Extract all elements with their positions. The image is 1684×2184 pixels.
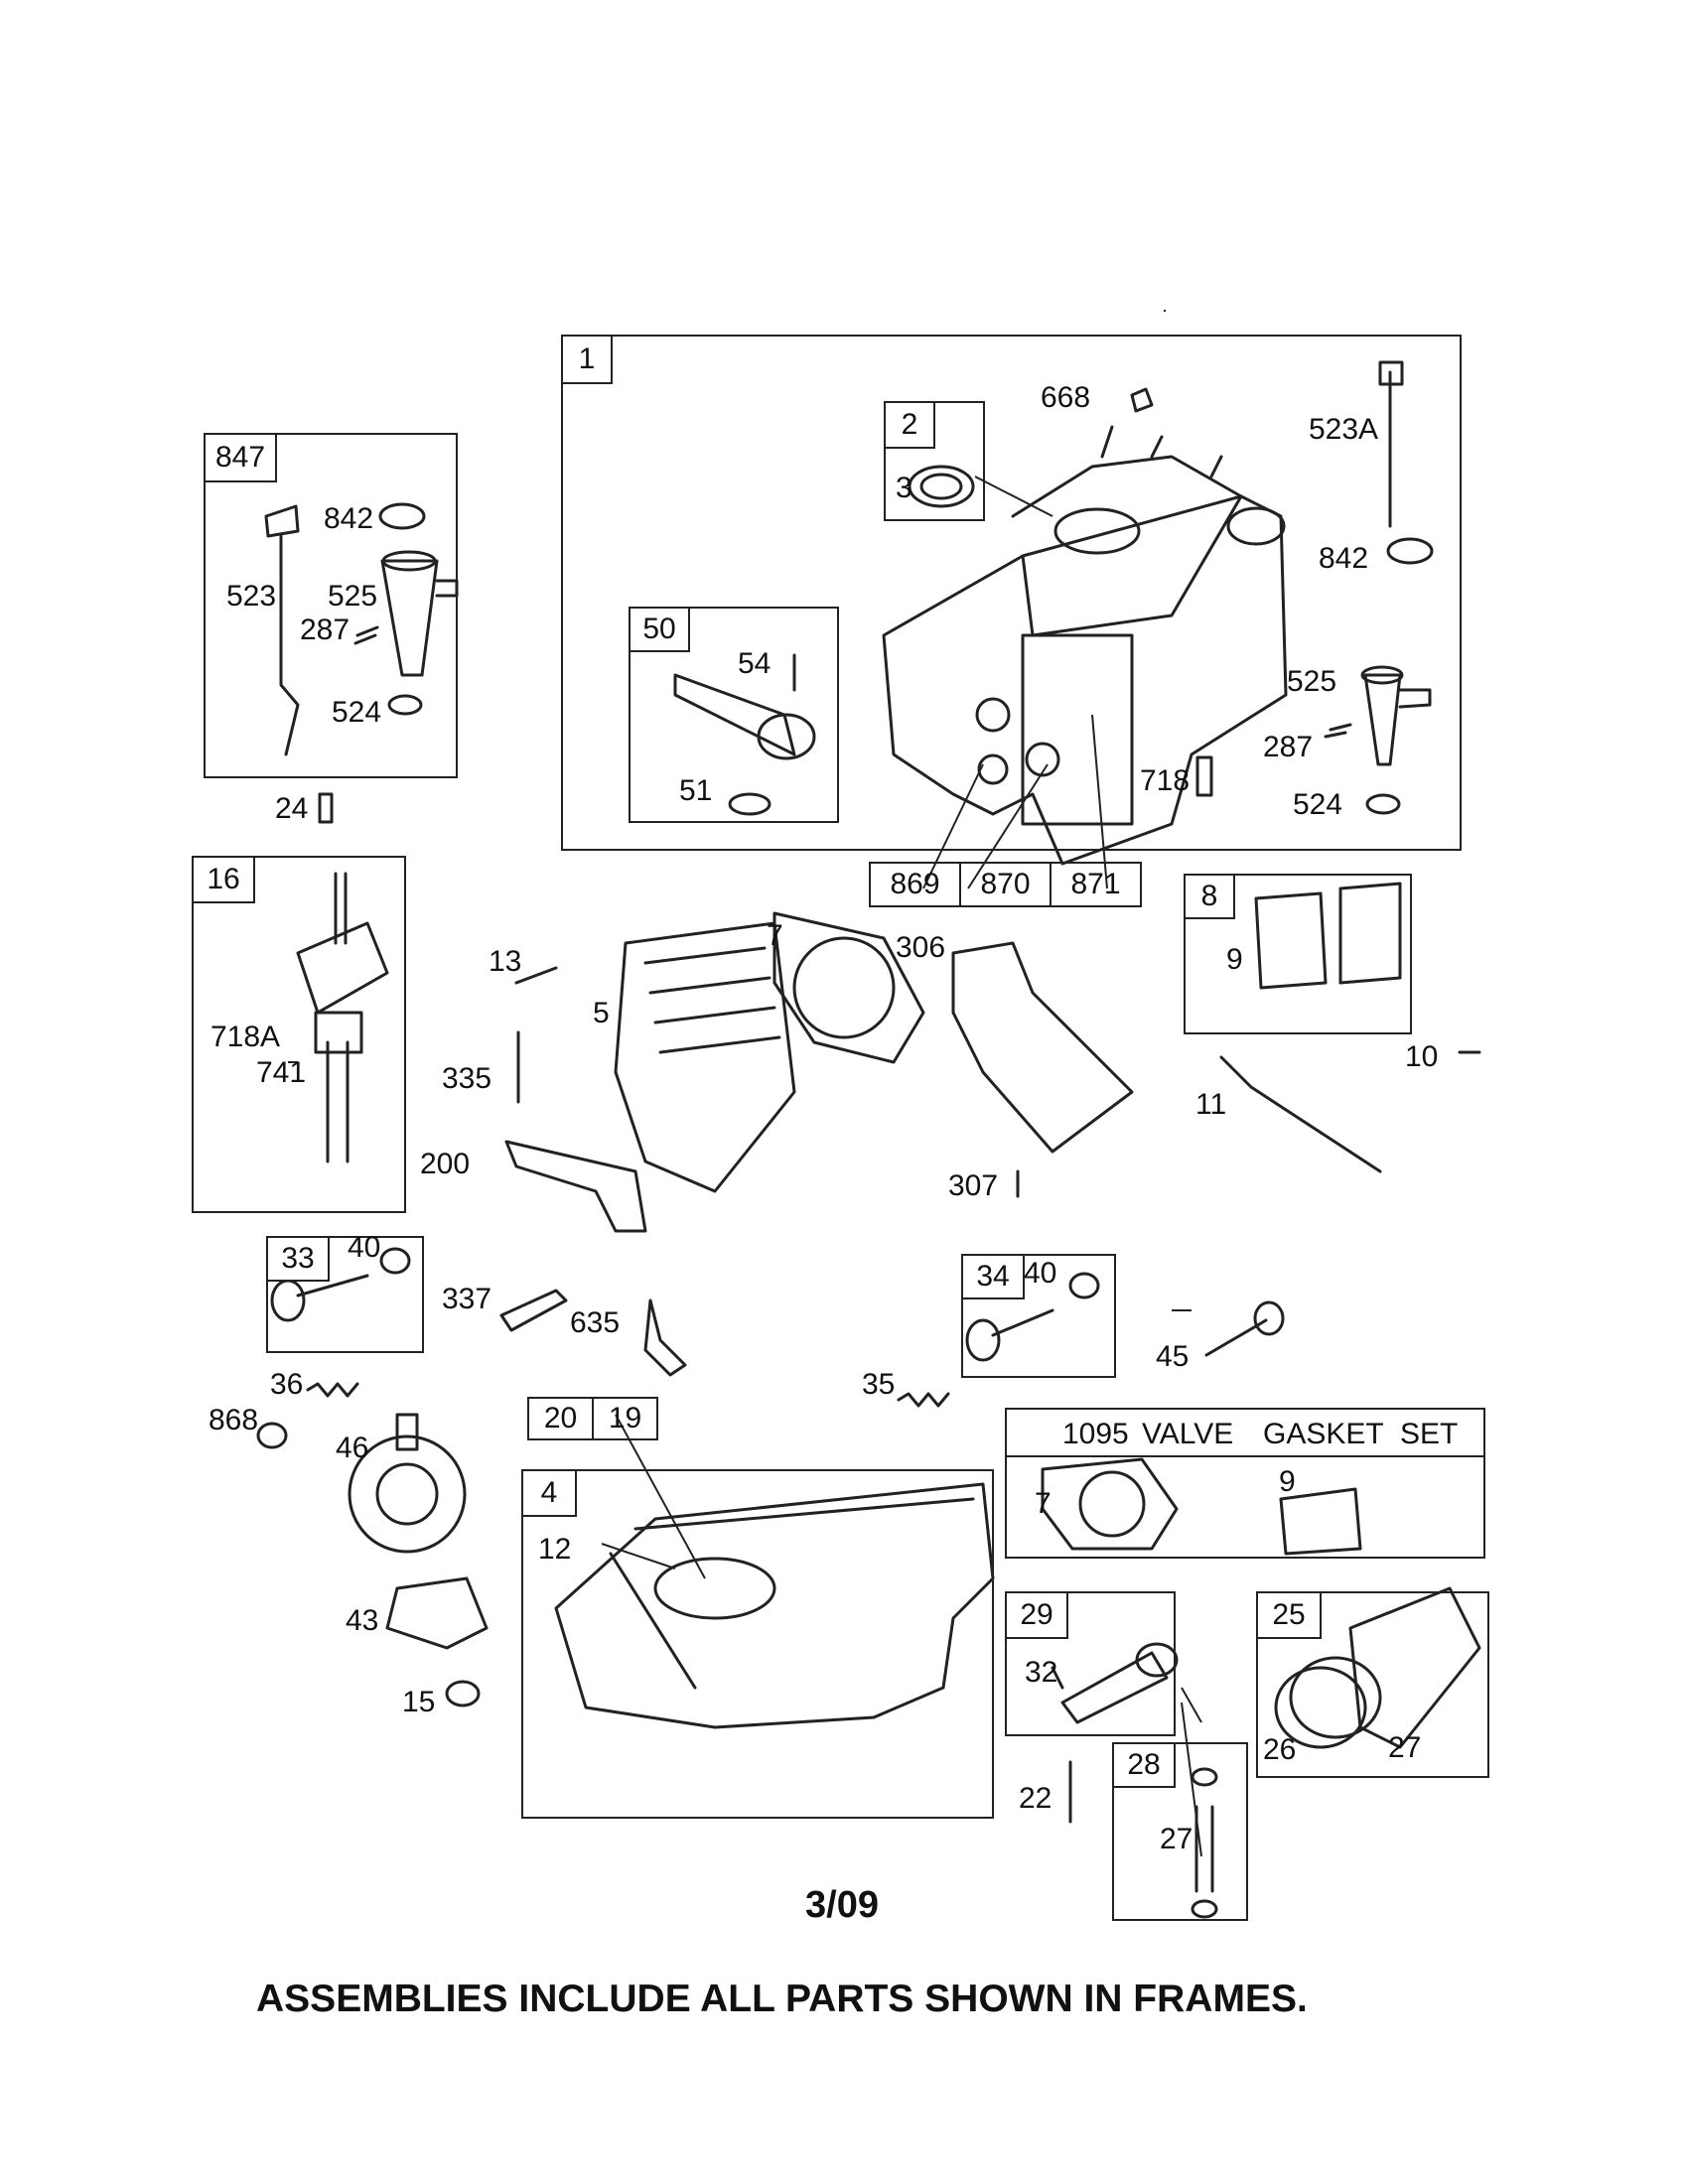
frame-33: 33 (266, 1236, 424, 1353)
callout-842: 842 (324, 502, 374, 535)
callout-668: 668 (1041, 381, 1091, 414)
frame-50: 50 (629, 607, 839, 823)
callout-337: 337 (442, 1283, 492, 1315)
callout-27: 27 (1160, 1823, 1193, 1855)
callout-15: 15 (402, 1686, 436, 1718)
frame-25: 25 (1256, 1591, 1489, 1778)
ref-cell: 870 (959, 864, 1050, 905)
frame-tag: 25 (1258, 1593, 1322, 1639)
valve-set-word: VALVE (1142, 1418, 1234, 1450)
frame-8: 8 (1184, 874, 1412, 1034)
ref-cell: 871 (1050, 864, 1140, 905)
frame-tag: 28 (1114, 1744, 1176, 1788)
ref-cell: 869 (890, 868, 940, 900)
callout-22: 22 (1019, 1782, 1052, 1815)
callout-287: 287 (300, 614, 351, 646)
frame-tag: 8 (1186, 876, 1235, 919)
revision-date: 3/09 (805, 1884, 879, 1926)
callout-741: 741 (256, 1056, 307, 1089)
frame-tag: 16 (194, 858, 255, 903)
callout-9: 9 (1279, 1465, 1296, 1498)
callout-35: 35 (862, 1368, 896, 1401)
assembly-note: ASSEMBLIES INCLUDE ALL PARTS SHOWN IN FR… (256, 1978, 1308, 2020)
callout-525: 525 (328, 580, 378, 613)
kit-row-20-19: 20 19 (527, 1397, 658, 1440)
callout-307: 307 (948, 1169, 999, 1202)
callout-32: 32 (1025, 1656, 1058, 1689)
callout-40: 40 (1024, 1257, 1057, 1290)
callout-40: 40 (348, 1231, 381, 1264)
frame-tag: 847 (206, 435, 277, 482)
callout-36: 36 (270, 1368, 304, 1401)
callout-718A: 718A (210, 1021, 281, 1053)
gasket-word: GASKET (1263, 1418, 1384, 1450)
callout-200: 200 (420, 1148, 471, 1180)
frame-16: 16 (192, 856, 406, 1213)
frame-4: 4 (521, 1469, 994, 1819)
callout-54: 54 (738, 647, 772, 680)
callout-9: 9 (1226, 943, 1243, 976)
valve-set-number: 1095 (1062, 1418, 1129, 1450)
callout-5: 5 (593, 997, 610, 1029)
callout-524: 524 (332, 696, 382, 729)
callout-523: 523 (226, 580, 277, 613)
frame-29: 29 (1005, 1591, 1176, 1736)
frame-tag: 29 (1007, 1593, 1068, 1639)
callout-842: 842 (1319, 542, 1369, 575)
callout-46: 46 (336, 1432, 369, 1464)
frame-tag: 34 (963, 1256, 1025, 1299)
callout-287: 287 (1263, 731, 1314, 763)
callout-718: 718 (1140, 764, 1191, 797)
callout-51: 51 (679, 774, 713, 807)
frame-847: 847 (204, 433, 458, 778)
callout-12: 12 (538, 1533, 572, 1566)
frame-2: 2 (884, 401, 985, 521)
kit-cell: 20 (543, 1402, 578, 1434)
set-word: SET (1400, 1418, 1459, 1450)
frame-34: 34 (961, 1254, 1116, 1378)
callout-523A: 523A (1309, 413, 1379, 446)
callout-10: 10 (1405, 1040, 1439, 1073)
callout-525: 525 (1287, 665, 1337, 698)
callout-27: 27 (1388, 1731, 1422, 1764)
frame-28: 28 (1112, 1742, 1248, 1921)
frame-tag: 2 (886, 403, 935, 449)
callout-524: 524 (1293, 788, 1343, 821)
callout-45: 45 (1156, 1340, 1190, 1373)
callout-306: 306 (896, 931, 946, 964)
cylinder-block-drawing (882, 425, 1288, 866)
frame-1: 1 (561, 335, 1462, 851)
frame-tag: 1 (563, 337, 613, 384)
kit-cell: 19 (592, 1399, 656, 1438)
callout-868: 868 (209, 1404, 259, 1436)
callout-43: 43 (346, 1604, 379, 1637)
callout-7: 7 (767, 919, 783, 952)
callout-3: 3 (896, 472, 912, 504)
callout-335: 335 (442, 1062, 492, 1095)
callout-635: 635 (570, 1306, 621, 1339)
ref-row-869-870-871: 869 870 871 (869, 862, 1142, 907)
callout-13: 13 (489, 945, 522, 978)
callout-24: 24 (275, 792, 309, 825)
frame-tag: 4 (523, 1471, 577, 1517)
frame-tag: 33 (268, 1238, 330, 1282)
callout-7: 7 (1035, 1487, 1052, 1520)
valve-gasket-set-frame: 1095 VALVE GASKET SET (1005, 1408, 1485, 1559)
callout-11: 11 (1195, 1088, 1227, 1121)
callout-26: 26 (1263, 1733, 1297, 1766)
frame-tag: 50 (631, 609, 690, 652)
